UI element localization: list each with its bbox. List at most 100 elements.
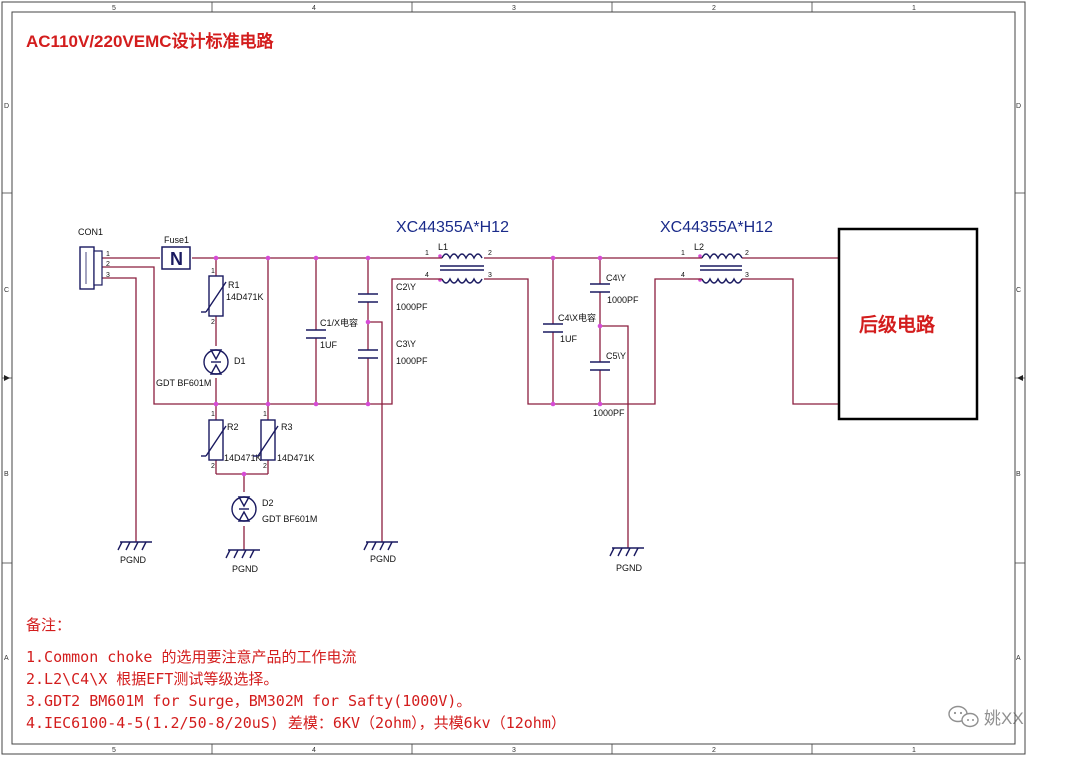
notes-block: 备注： 1.Common choke 的选用要注意产品的工作电流 2.L2\C4… [26, 616, 566, 732]
c1-label: C1/X电容 [320, 317, 358, 328]
border-col-label: 5 [112, 5, 116, 12]
ground-symbol: PGND [363, 541, 398, 564]
l1-part-number: XC44355A*H12 [396, 219, 509, 236]
capacitor-c5: C5\Y 1000PF [590, 351, 626, 418]
r3-label: R3 [281, 422, 293, 432]
note-item: 1.Common choke 的选用要注意产品的工作电流 [26, 648, 356, 666]
c2-value: 1000PF [396, 302, 428, 312]
border-row-label: C [4, 287, 9, 294]
fuse-symbol: N [170, 249, 183, 269]
border-col-label: 3 [512, 5, 516, 12]
ground-symbol: PGND [117, 541, 152, 565]
r1-value: 14D471K [226, 292, 264, 302]
l2-label: L2 [694, 242, 704, 252]
r1-label: R1 [228, 280, 240, 290]
c5-label: C5\Y [606, 351, 626, 361]
pgnd-label: PGND [120, 555, 147, 565]
note-item: 4.IEC6100-4-5(1.2/50-8/20uS) 差模：6KV（2ohm… [26, 714, 566, 732]
note-item: 3.GDT2 BM601M for Surge，BM302M for Safty… [26, 692, 471, 710]
r2-value: 14D471K [224, 453, 262, 463]
c4x-label: C4\X电容 [558, 312, 596, 323]
border-col-label: 3 [512, 747, 516, 754]
border-row-label: A [4, 655, 9, 662]
watermark: 姚XX [948, 705, 1024, 728]
c3-value: 1000PF [396, 356, 428, 366]
border-col-label: 4 [312, 5, 316, 12]
capacitor-c4y: C4\Y 1000PF [590, 273, 639, 305]
border-row-label: B [1016, 471, 1021, 478]
varistor-r3: R3 14D471K 1 2 [253, 411, 315, 470]
con1-pin: 2 [106, 261, 110, 268]
schematic-title: AC110V/220VEMC设计标准电路 [26, 31, 275, 51]
l2-pin: 1 [681, 250, 685, 257]
r3-value: 14D471K [277, 453, 315, 463]
border-col-label: 1 [912, 5, 916, 12]
border-col-label: 2 [712, 747, 716, 754]
r2-label: R2 [227, 422, 239, 432]
d2-label: D2 [262, 498, 274, 508]
downstream-circuit-label: 后级电路 [859, 313, 936, 336]
c4y-label: C4\Y [606, 273, 626, 283]
r3-pin: 1 [263, 411, 267, 418]
note-item: 2.L2\C4\X 根据EFT测试等级选择。 [26, 670, 278, 688]
capacitor-c3: C3\Y 1000PF [358, 339, 428, 366]
watermark-text: 姚XX [984, 709, 1024, 728]
fuse-fuse1: N Fuse1 [161, 235, 191, 270]
con1-pin: 3 [106, 272, 110, 279]
chat-bubble-icon [948, 705, 979, 728]
con1-label: CON1 [78, 227, 103, 237]
l1-pin: 2 [488, 250, 492, 257]
border-row-label: C [1016, 287, 1021, 294]
d2-value: GDT BF601M [262, 514, 317, 524]
c4y-value: 1000PF [607, 295, 639, 305]
connector-con1: CON1 1 2 3 [78, 227, 110, 290]
border-row-label: B [4, 471, 9, 478]
junctions [213, 254, 702, 477]
c1-value: 1UF [320, 340, 338, 350]
r3-pin: 2 [263, 463, 267, 470]
l1-pin: 3 [488, 272, 492, 279]
varistor-r2: R2 14D471K 1 2 [201, 411, 262, 470]
l2-pin: 3 [745, 272, 749, 279]
c4x-value: 1UF [560, 334, 578, 344]
border-col-label: 4 [312, 747, 316, 754]
l2-pin: 2 [745, 250, 749, 257]
border-col-label: 2 [712, 5, 716, 12]
pgnd-label: PGND [232, 564, 259, 574]
c5-value: 1000PF [593, 408, 625, 418]
c3-label: C3\Y [396, 339, 416, 349]
r2-pin: 2 [211, 463, 215, 470]
common-choke-l1: L1 1 2 4 3 XC44355A*H12 [396, 219, 509, 284]
gdt-d1: D1 GDT BF601M [156, 349, 246, 388]
border-row-label: D [1016, 103, 1021, 110]
ground-symbol: PGND [225, 549, 260, 574]
border-row-label: A [1016, 655, 1021, 662]
d1-value: GDT BF601M [156, 378, 211, 388]
r1-pin: 2 [211, 319, 215, 326]
varistor-r1: R1 14D471K 1 2 [201, 268, 264, 326]
capacitor-c2: C2\Y 1000PF [358, 282, 428, 312]
gdt-d2: D2 GDT BF601M [231, 496, 317, 524]
r1-pin: 1 [211, 268, 215, 275]
c2-label: C2\Y [396, 282, 416, 292]
l2-pin: 4 [681, 272, 685, 279]
l1-label: L1 [438, 242, 448, 252]
border-arrow [1017, 375, 1023, 381]
border-arrow [4, 375, 10, 381]
border-col-label: 1 [912, 747, 916, 754]
capacitor-c1: C1/X电容 1UF [306, 317, 358, 350]
l2-part-number: XC44355A*H12 [660, 219, 773, 236]
d1-label: D1 [234, 356, 246, 366]
border-col-label: 5 [112, 747, 116, 754]
l1-pin: 4 [425, 272, 429, 279]
capacitor-c4x: C4\X电容 1UF [543, 312, 596, 344]
border-ticks [2, 2, 1025, 754]
downstream-circuit-box: 后级电路 [837, 227, 979, 421]
pgnd-label: PGND [370, 554, 397, 564]
con1-pin: 1 [106, 251, 110, 258]
r2-pin: 1 [211, 411, 215, 418]
border-row-label: D [4, 103, 9, 110]
l1-pin: 1 [425, 250, 429, 257]
